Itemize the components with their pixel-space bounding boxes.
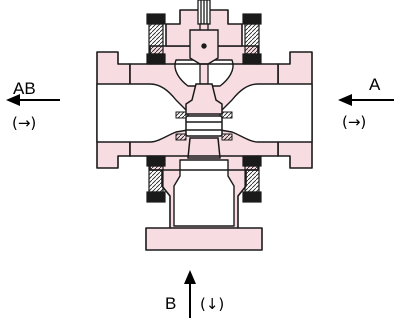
plug-guide [189,29,219,65]
bolt-top-left [146,13,166,65]
bolt-top-right [242,13,262,65]
port-b-label: B [165,294,176,313]
bottom-flange [145,227,263,251]
port-b-reverse-label: (↓) [200,295,224,313]
port-a-reverse-label: (→) [342,113,366,131]
bonnet-bolts [146,13,262,203]
lower-chamber [173,159,235,227]
port-b: B (↓) [165,270,224,318]
port-ab-reverse-label: (→) [12,114,36,132]
bolt-bottom-right [242,155,262,203]
bolt-bottom-left [146,155,166,203]
port-a-label: A [369,75,381,94]
port-ab: AB (→) [6,79,60,132]
valve-seats [175,111,233,141]
port-ab-label: AB [13,79,36,98]
port-a: A (→) [338,75,394,131]
port-ab-arrow-icon [6,94,60,106]
valve-plug [185,83,223,159]
gasket-lines [150,63,258,171]
port-b-arrow-icon [184,270,196,318]
port-a-arrow-icon [338,94,394,106]
flow-passages [96,59,313,227]
